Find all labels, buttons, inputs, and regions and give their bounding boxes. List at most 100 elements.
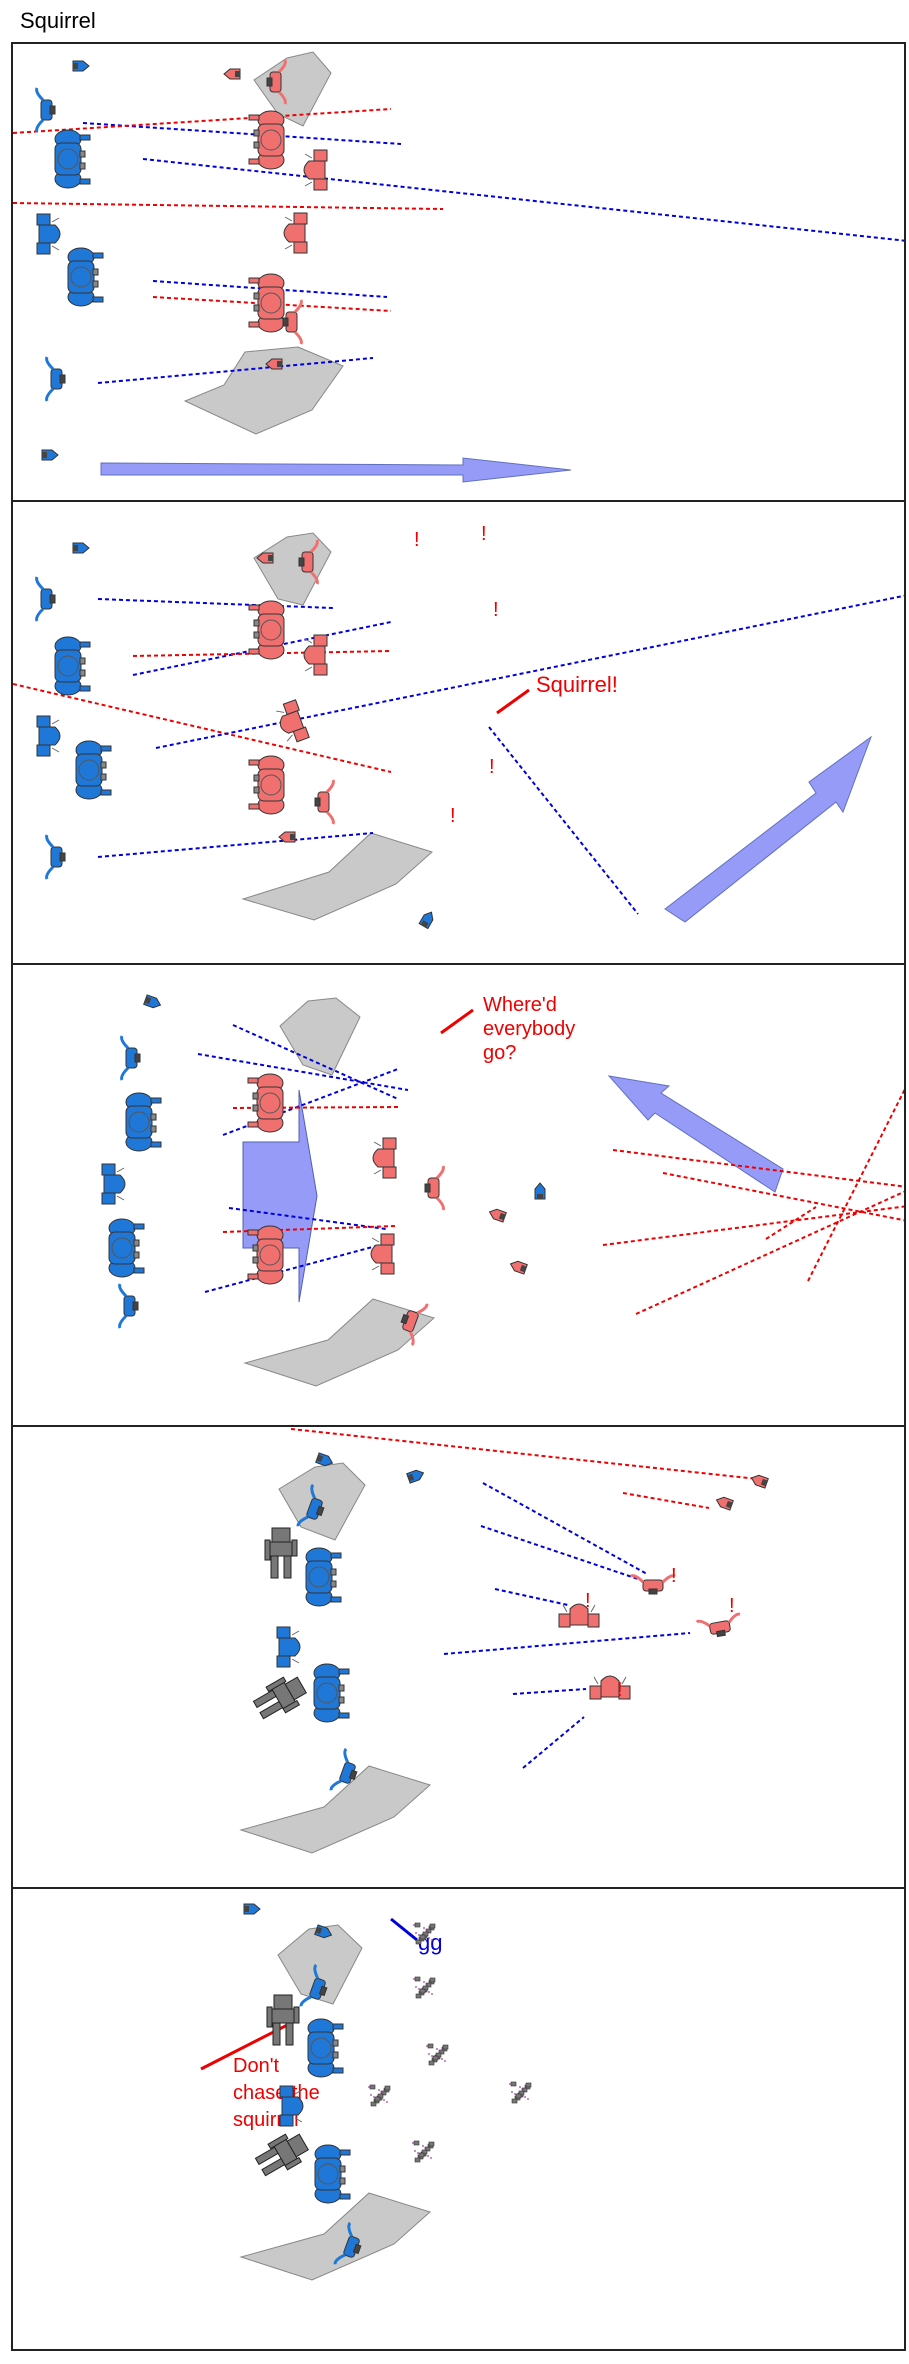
blue-scout-unit (418, 911, 434, 930)
speech-pointer (440, 1008, 474, 1035)
blue-target-line (488, 726, 639, 915)
red-heavy-unit (248, 755, 285, 815)
alert-mark: ! (414, 529, 420, 551)
blue-target-line (482, 1482, 648, 1575)
blue-target-line (443, 1632, 691, 1655)
red-target-line (765, 1206, 817, 1240)
panel-1-scene (13, 51, 904, 483)
red-tank-unit (372, 1137, 397, 1179)
obstacle-rock (253, 51, 332, 127)
blue-walker-unit (45, 356, 66, 402)
blue-tank-unit (276, 1626, 301, 1668)
red-scout-unit (278, 831, 296, 843)
obstacle-rock (183, 346, 344, 435)
speech-caption: Where'd everybody go? (483, 994, 581, 1064)
blue-target-line (82, 122, 402, 145)
speech-pointer (200, 2017, 300, 2071)
alert-mark: ! (729, 1595, 735, 1617)
alert-mark: ! (585, 1590, 591, 1612)
red-target-line (602, 1205, 904, 1246)
red-target-line (635, 1190, 904, 1315)
red-tank-unit (370, 1233, 395, 1275)
target-lines (290, 1428, 759, 1769)
blue-heavy-unit (54, 129, 91, 189)
dead-debris-unit (413, 1922, 436, 1945)
red-walker-unit (695, 1612, 741, 1638)
blue-tank-unit (101, 1163, 126, 1205)
red-scout-unit (488, 1208, 507, 1223)
red-scout-unit (715, 1496, 734, 1511)
blue-scout-unit (72, 542, 90, 554)
red-tank-unit (558, 1603, 600, 1628)
blue-scout-unit (314, 1924, 333, 1939)
dead-debris-unit (413, 1976, 436, 1999)
blue-target-line (232, 1024, 399, 1100)
red-heavy-unit (247, 1225, 284, 1285)
blue-walker-unit (329, 1747, 358, 1791)
caption-line: Don't (233, 2055, 280, 2077)
blue-tank-unit (36, 715, 61, 757)
dead-debris-unit (368, 2084, 391, 2107)
alert-mark: ! (489, 756, 495, 778)
panel-4: ! ! ! ! (11, 1425, 906, 1889)
alert-mark: ! (481, 523, 487, 545)
blue-target-line (204, 1241, 392, 1293)
obstacle-rock (277, 1924, 363, 2005)
blue-scout-unit (534, 1182, 546, 1200)
alert-mark: ! (450, 805, 456, 827)
blue-heavy-unit (307, 2018, 344, 2078)
blue-tank-unit (36, 213, 61, 255)
red-scout-unit (750, 1474, 769, 1489)
caption-line: everybody (483, 1018, 575, 1040)
dead-wreck-unit (252, 1676, 307, 1720)
panel-2: Squirrel! ! ! ! ! ! (11, 500, 906, 965)
caption-line: chase the (233, 2082, 320, 2104)
blue-walker-unit (296, 1483, 325, 1527)
blue-heavy-unit (75, 740, 112, 800)
obstacle-rock (241, 832, 433, 921)
red-scout-unit (265, 358, 283, 370)
obstacle-rock (239, 1765, 431, 1854)
blue-scout-unit (243, 1903, 261, 1915)
alert-mark: ! (617, 1679, 623, 1701)
blue-scout-unit (72, 60, 90, 72)
red-target-line (622, 1492, 710, 1509)
blue-tank-unit (279, 2085, 304, 2127)
blue-target-line (142, 158, 904, 242)
blue-heavy-unit (54, 636, 91, 696)
blue-walker-unit (120, 1035, 141, 1081)
dead-wreck-unit (266, 1994, 300, 2046)
dead-wreck-unit (254, 2133, 309, 2177)
alert-mark: ! (671, 1565, 677, 1587)
blue-heavy-unit (125, 1092, 162, 1152)
obstacle-rock (243, 1298, 435, 1387)
blue-scout-unit (143, 994, 162, 1009)
dead-debris-unit (412, 2140, 435, 2163)
red-heavy-unit (247, 1073, 284, 1133)
gg-caption: gg (418, 1930, 442, 1955)
obstacle-rock (279, 997, 361, 1076)
dead-debris-unit (426, 2043, 449, 2066)
blue-walker-unit (35, 87, 56, 133)
red-walker-unit (424, 1165, 445, 1211)
alert-marks: ! ! ! ! ! (414, 523, 499, 827)
caption-line: go? (483, 1042, 516, 1064)
red-heavy-unit (248, 273, 285, 333)
red-walker-unit (298, 539, 319, 585)
red-scout-unit (509, 1260, 528, 1275)
squirrel-shout: Squirrel! (536, 672, 618, 697)
blue-walker-unit (118, 1283, 139, 1329)
movement-arrow (242, 1089, 318, 1303)
red-target-line (13, 683, 392, 773)
blue-heavy-unit (108, 1218, 145, 1278)
blue-heavy-unit (314, 2144, 351, 2204)
red-scout-unit (223, 68, 241, 80)
blue-heavy-unit (313, 1663, 350, 1723)
blue-heavy-unit (67, 247, 104, 307)
red-walker-unit (266, 59, 287, 105)
red-tank-unit (276, 699, 310, 743)
dead-debris-unit (509, 2081, 532, 2104)
red-walker-unit (282, 299, 303, 345)
blue-scout-unit (315, 1452, 334, 1467)
blue-walker-unit (299, 1963, 328, 2007)
